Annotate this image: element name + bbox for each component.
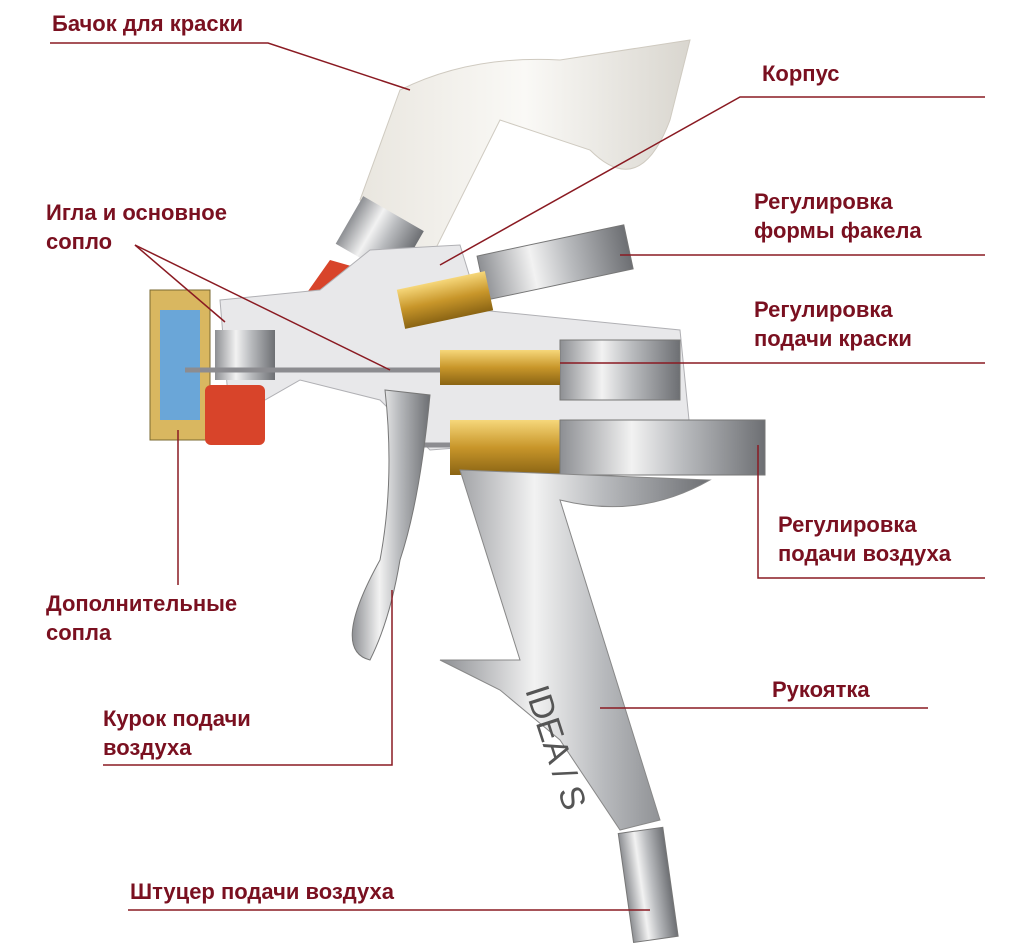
aux-nozzle-red bbox=[205, 385, 265, 445]
label-paint-adjust-line2: подачи краски bbox=[754, 326, 912, 351]
trigger bbox=[351, 389, 431, 661]
label-fan-adjust: Регулировка формы факела bbox=[754, 187, 922, 245]
label-aux-nozzles: Дополнительные сопла bbox=[46, 589, 237, 647]
handle bbox=[439, 469, 712, 831]
label-air-adjust-line1: Регулировка bbox=[778, 512, 917, 537]
label-aux-nozzles-line2: сопла bbox=[46, 620, 112, 645]
label-trigger-line2: воздуха bbox=[103, 735, 192, 760]
label-air-adjust: Регулировка подачи воздуха bbox=[778, 510, 951, 568]
label-air-adjust-line2: подачи воздуха bbox=[778, 541, 952, 566]
fan-adjust-knob bbox=[476, 224, 634, 301]
label-trigger-line1: Курок подачи bbox=[103, 706, 251, 731]
label-body: Корпус bbox=[762, 61, 840, 86]
label-fan-adjust-line1: Регулировка bbox=[754, 189, 893, 214]
label-paint-adjust-line1: Регулировка bbox=[754, 297, 893, 322]
label-needle-line2: сопло bbox=[46, 229, 113, 254]
label-paint-adjust: Регулировка подачи краски bbox=[754, 295, 912, 353]
label-needle: Игла и основное сопло bbox=[46, 198, 227, 256]
paint-adjust-knob bbox=[559, 339, 681, 401]
paint-tank bbox=[359, 39, 691, 261]
label-air-fitting: Штуцер подачи воздуха bbox=[130, 879, 394, 904]
air-adjust-knob bbox=[559, 419, 766, 476]
label-trigger: Курок подачи воздуха bbox=[103, 704, 251, 762]
label-fan-adjust-line2: формы факела bbox=[754, 218, 922, 243]
label-handle: Рукоятка bbox=[772, 677, 870, 702]
leader-lines bbox=[50, 42, 985, 911]
label-needle-line1: Игла и основное bbox=[46, 200, 227, 225]
air-fitting bbox=[617, 826, 679, 944]
label-paint-tank: Бачок для краски bbox=[52, 11, 244, 36]
label-aux-nozzles-line1: Дополнительные bbox=[46, 591, 238, 616]
